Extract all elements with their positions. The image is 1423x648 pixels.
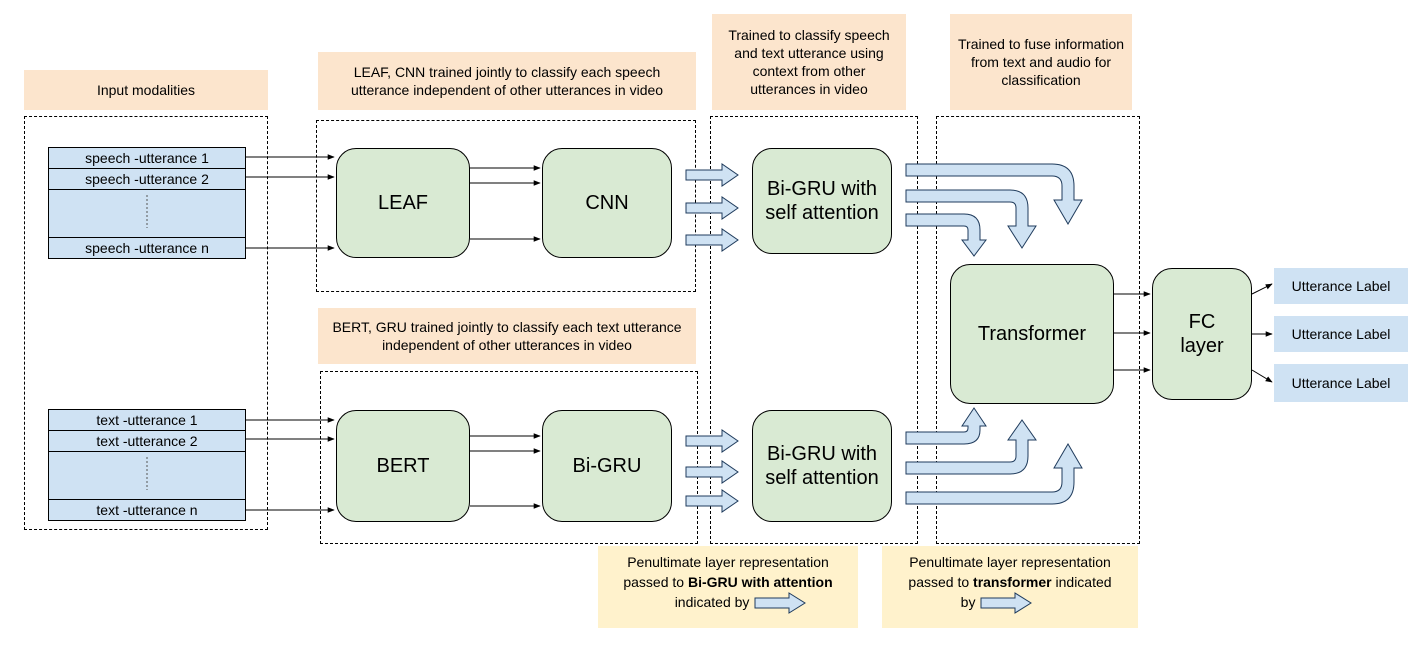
speech-stage-caption: LEAF, CNN trained jointly to classify ea…: [318, 52, 696, 110]
cnn-block: CNN: [542, 148, 672, 258]
bigru-attention-text-block: Bi-GRU with self attention: [752, 410, 892, 522]
transformer-legend-prefix: passed to: [908, 574, 974, 590]
block-arrow: [685, 163, 739, 187]
text-encoder-group: [320, 371, 698, 544]
text-utterance-2: text -utterance 2: [49, 431, 245, 452]
leaf-block: LEAF: [336, 148, 470, 258]
input-modalities-group: [24, 116, 268, 530]
bigru-legend-arrow-icon: [754, 592, 807, 615]
speech-to-bigru-block-arrows: [685, 163, 739, 252]
bigru-block: Bi-GRU: [542, 410, 672, 522]
curved-arrow: [905, 443, 1083, 505]
bigru-legend-prefix: passed to: [623, 574, 688, 590]
transformer-legend-mid: indicated: [1051, 574, 1112, 590]
bigru-legend-suffix: indicated by: [674, 594, 750, 610]
speech-utterance-2: speech -utterance 2: [49, 169, 245, 190]
fc-layer-block: FC layer: [1152, 268, 1252, 400]
block-arrow: [685, 429, 739, 453]
curved-arrow: [905, 407, 987, 445]
text-stage-caption: BERT, GRU trained jointly to classify ea…: [318, 308, 696, 364]
text-to-bigru-block-arrows: [685, 429, 739, 513]
bert-label: BERT: [376, 455, 430, 477]
utterance-label-output-1: Utterance Label: [1274, 268, 1408, 304]
curved-arrow: [905, 189, 1037, 249]
utterance-label-output-2: Utterance Label: [1274, 316, 1408, 352]
input-modalities-text: Input modalities: [96, 82, 196, 98]
bigru-legend-bold: Bi-GRU with attention: [687, 574, 833, 590]
input-modalities-caption: Input modalities: [24, 70, 268, 110]
text-stage-text: BERT, GRU trained jointly to classify ea…: [332, 319, 682, 353]
transformer-legend-line-3: by: [882, 592, 1138, 615]
transformer-legend-box: Penultimate layer representation passed …: [882, 546, 1138, 628]
text-utterance-1: text -utterance 1: [49, 410, 245, 431]
bert-bigru-connectors: [470, 433, 541, 509]
transformer-legend-line-1: Penultimate layer representation: [909, 554, 1111, 570]
leaf-cnn-connectors: [470, 165, 541, 242]
speech-input-connectors: [246, 154, 335, 251]
utterance-label-text-3: Utterance Label: [1291, 375, 1391, 391]
text-utterance-n: text -utterance n: [49, 499, 245, 520]
transformer-block: Transformer: [950, 264, 1114, 404]
bigru-legend-line-2: passed to Bi-GRU with attention: [598, 572, 858, 592]
text-input-connectors: [246, 417, 335, 513]
transformer-legend-arrow-icon: [980, 592, 1033, 615]
leaf-label: LEAF: [377, 192, 429, 214]
transformer-group: [936, 116, 1140, 544]
block-arrow: [685, 489, 739, 513]
speech-to-transformer-curved-arrows: [905, 163, 1083, 257]
bigru-stage-caption: Trained to classify speech and text utte…: [712, 14, 906, 110]
bigru-stage-text: Trained to classify speech and text utte…: [728, 27, 890, 97]
block-arrow: [685, 460, 739, 484]
bigru-legend-line-1: Penultimate layer representation: [627, 554, 829, 570]
block-arrow: [685, 228, 739, 252]
bigru-attention-group: [710, 116, 918, 544]
bigru-attention-speech-label: Bi-GRU with self attention: [765, 178, 879, 224]
utterance-label-text-2: Utterance Label: [1291, 326, 1391, 342]
transformer-legend-suffix: by: [960, 594, 976, 610]
text-to-transformer-curved-arrows: [905, 407, 1083, 505]
bigru-legend-line-3: indicated by: [598, 592, 858, 615]
bigru-attention-speech-block: Bi-GRU with self attention: [752, 148, 892, 254]
transformer-fc-connectors: [1114, 291, 1151, 373]
transformer-stage-text: Trained to fuse information from text an…: [958, 36, 1125, 88]
curved-arrow: [905, 213, 987, 257]
utterance-label-text-1: Utterance Label: [1291, 278, 1391, 294]
fc-layer-label: FC layer: [1180, 311, 1224, 357]
block-arrow: [685, 196, 739, 220]
bigru-label: Bi-GRU: [572, 455, 642, 477]
curved-arrow: [905, 419, 1037, 475]
cnn-label: CNN: [585, 192, 629, 214]
fc-output-connectors: [1251, 283, 1273, 383]
curved-arrow: [905, 163, 1083, 225]
bert-block: BERT: [336, 410, 470, 522]
transformer-label: Transformer: [977, 323, 1087, 345]
speech-utterance-n: speech -utterance n: [49, 237, 245, 258]
transformer-legend-line-2: passed to transformer indicated: [882, 572, 1138, 592]
speech-stage-text: LEAF, CNN trained jointly to classify ea…: [350, 64, 664, 98]
utterance-label-output-3: Utterance Label: [1274, 364, 1408, 402]
speech-utterance-1: speech -utterance 1: [49, 148, 245, 169]
transformer-stage-caption: Trained to fuse information from text an…: [950, 14, 1132, 110]
bigru-attention-text-label: Bi-GRU with self attention: [765, 443, 879, 489]
transformer-legend-bold: transformer: [973, 574, 1052, 590]
bigru-legend-box: Penultimate layer representation passed …: [598, 546, 858, 628]
